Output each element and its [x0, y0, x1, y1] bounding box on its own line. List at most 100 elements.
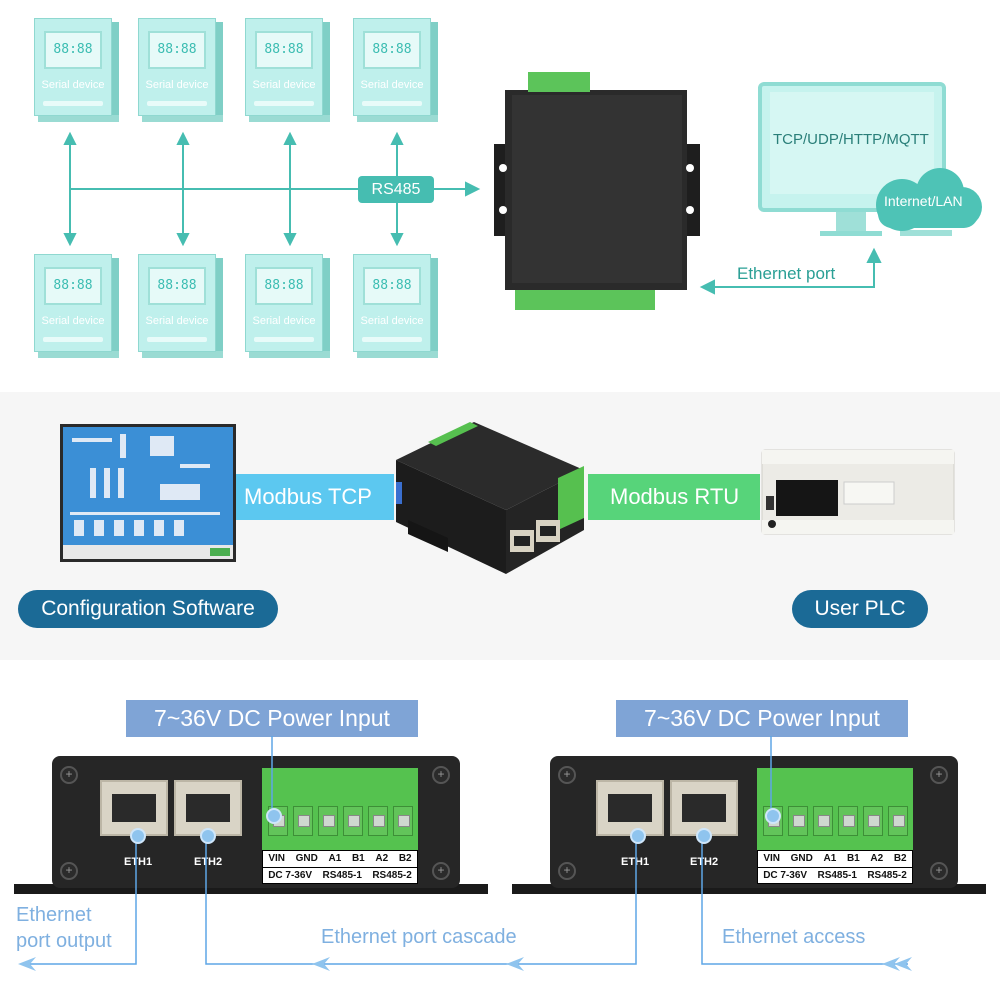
eth1-label: ETH1: [124, 856, 153, 868]
pin-group-label: DC 7-36V: [268, 870, 313, 881]
device-display: 88:88: [255, 267, 313, 305]
terminal-pin: [393, 806, 413, 836]
ethernet-output-label: Ethernet port output: [16, 902, 112, 954]
modbus-rtu-band: [588, 474, 760, 520]
eth1-connector-dot: [630, 828, 646, 844]
eth2-label: ETH2: [194, 856, 223, 868]
gateway-device-iso: [396, 422, 584, 574]
eth2-port[interactable]: [174, 780, 242, 836]
eth1-label: ETH1: [621, 856, 650, 868]
terminal-block: [262, 768, 418, 850]
screw-icon: +: [60, 862, 78, 880]
terminal-pin: [813, 806, 833, 836]
eth2-label: ETH2: [690, 856, 719, 868]
eth2-connector-dot: [200, 828, 216, 844]
eth2-connector-dot: [696, 828, 712, 844]
pin-label: A1: [328, 853, 342, 864]
serial-device: 88:88 Serial device: [138, 254, 223, 358]
power-input-label: 7~36V DC Power Input: [126, 700, 418, 737]
terminal-pin: [368, 806, 388, 836]
terminal-pin: [318, 806, 338, 836]
pin-label: B2: [893, 853, 907, 864]
vin-connector-dot: [765, 808, 781, 824]
terminal-block: [757, 768, 913, 850]
gateway-device-front: [494, 72, 700, 310]
ethernet-access-label: Ethernet access: [722, 926, 866, 948]
pin-label: A1: [823, 853, 837, 864]
monitor-graphic: [758, 82, 952, 236]
pin-legend: VIN GND A1 B1 A2 B2 DC 7-36V RS485-1 RS4…: [262, 850, 418, 884]
terminal-pin: [863, 806, 883, 836]
rs485-bus-label: RS485: [358, 176, 434, 203]
eth1-connector-dot: [130, 828, 146, 844]
user-plc-caption: User PLC: [792, 590, 928, 628]
pin-group-label: RS485-2: [372, 870, 412, 881]
screw-icon: +: [432, 862, 450, 880]
screw-icon: +: [558, 862, 576, 880]
screw-icon: +: [432, 766, 450, 784]
serial-device: 88:88 Serial device: [245, 18, 330, 122]
device-label: Serial device: [145, 315, 209, 327]
device-label: Serial device: [360, 79, 424, 91]
pin-label: A2: [870, 853, 884, 864]
serial-device: 88:88 Serial device: [34, 18, 119, 122]
rs485-topology-diagram: [63, 72, 982, 310]
plc-device-image: [761, 449, 955, 535]
pin-label: B2: [398, 853, 412, 864]
modbus-rtu-label: Modbus RTU: [610, 484, 740, 509]
pin-label: GND: [295, 853, 318, 864]
scada-screen-image: [60, 424, 236, 562]
screw-icon: +: [60, 766, 78, 784]
device-display: 88:88: [44, 31, 102, 69]
pin-group-label: RS485-1: [817, 870, 857, 881]
device-label: Serial device: [252, 79, 316, 91]
ethernet-output-line-1: Ethernet: [16, 904, 92, 926]
device-label: Serial device: [145, 79, 209, 91]
device-label: Serial device: [252, 315, 316, 327]
device-display: 88:88: [363, 31, 421, 69]
eth1-port[interactable]: [100, 780, 168, 836]
pin-legend: VIN GND A1 B1 A2 B2 DC 7-36V RS485-1 RS4…: [757, 850, 913, 884]
pin-label: GND: [790, 853, 813, 864]
protocol-text: TCP/UDP/HTTP/MQTT: [773, 131, 929, 148]
terminal-pin: [293, 806, 313, 836]
device-display: 88:88: [148, 267, 206, 305]
device-label: Serial device: [360, 315, 424, 327]
device-display: 88:88: [363, 267, 421, 305]
screw-icon: +: [558, 766, 576, 784]
power-input-label: 7~36V DC Power Input: [616, 700, 908, 737]
device-label: Serial device: [41, 79, 105, 91]
screw-icon: +: [930, 862, 948, 880]
eth2-port[interactable]: [670, 780, 738, 836]
cloud-label: Internet/LAN: [884, 193, 963, 209]
device-display: 88:88: [44, 267, 102, 305]
vin-connector-dot: [266, 808, 282, 824]
pin-label: B1: [846, 853, 860, 864]
cloud-graphic: [876, 168, 982, 231]
configuration-software-caption: Configuration Software: [18, 590, 278, 628]
screw-icon: +: [930, 766, 948, 784]
cascade-connection-lines: [18, 736, 912, 971]
ethernet-output-line-2: port output: [16, 930, 112, 952]
device-display: 88:88: [255, 31, 313, 69]
modbus-tcp-band: [232, 474, 394, 520]
terminal-pin: [838, 806, 858, 836]
serial-device: 88:88 Serial device: [34, 254, 119, 358]
serial-device: 88:88 Serial device: [138, 18, 223, 122]
terminal-pin: [343, 806, 363, 836]
device-display: 88:88: [148, 31, 206, 69]
eth1-port[interactable]: [596, 780, 664, 836]
device-label: Serial device: [41, 315, 105, 327]
serial-device: 88:88 Serial device: [353, 18, 438, 122]
pin-label: A2: [375, 853, 389, 864]
pin-label: B1: [351, 853, 365, 864]
pin-group-label: RS485-2: [867, 870, 907, 881]
serial-device: 88:88 Serial device: [353, 254, 438, 358]
terminal-pin: [888, 806, 908, 836]
pin-group-label: RS485-1: [322, 870, 362, 881]
terminal-pin: [788, 806, 808, 836]
pin-label: VIN: [763, 853, 780, 864]
ethernet-port-label: Ethernet port: [737, 264, 836, 283]
pin-label: VIN: [268, 853, 285, 864]
modbus-tcp-label: Modbus TCP: [244, 484, 372, 509]
